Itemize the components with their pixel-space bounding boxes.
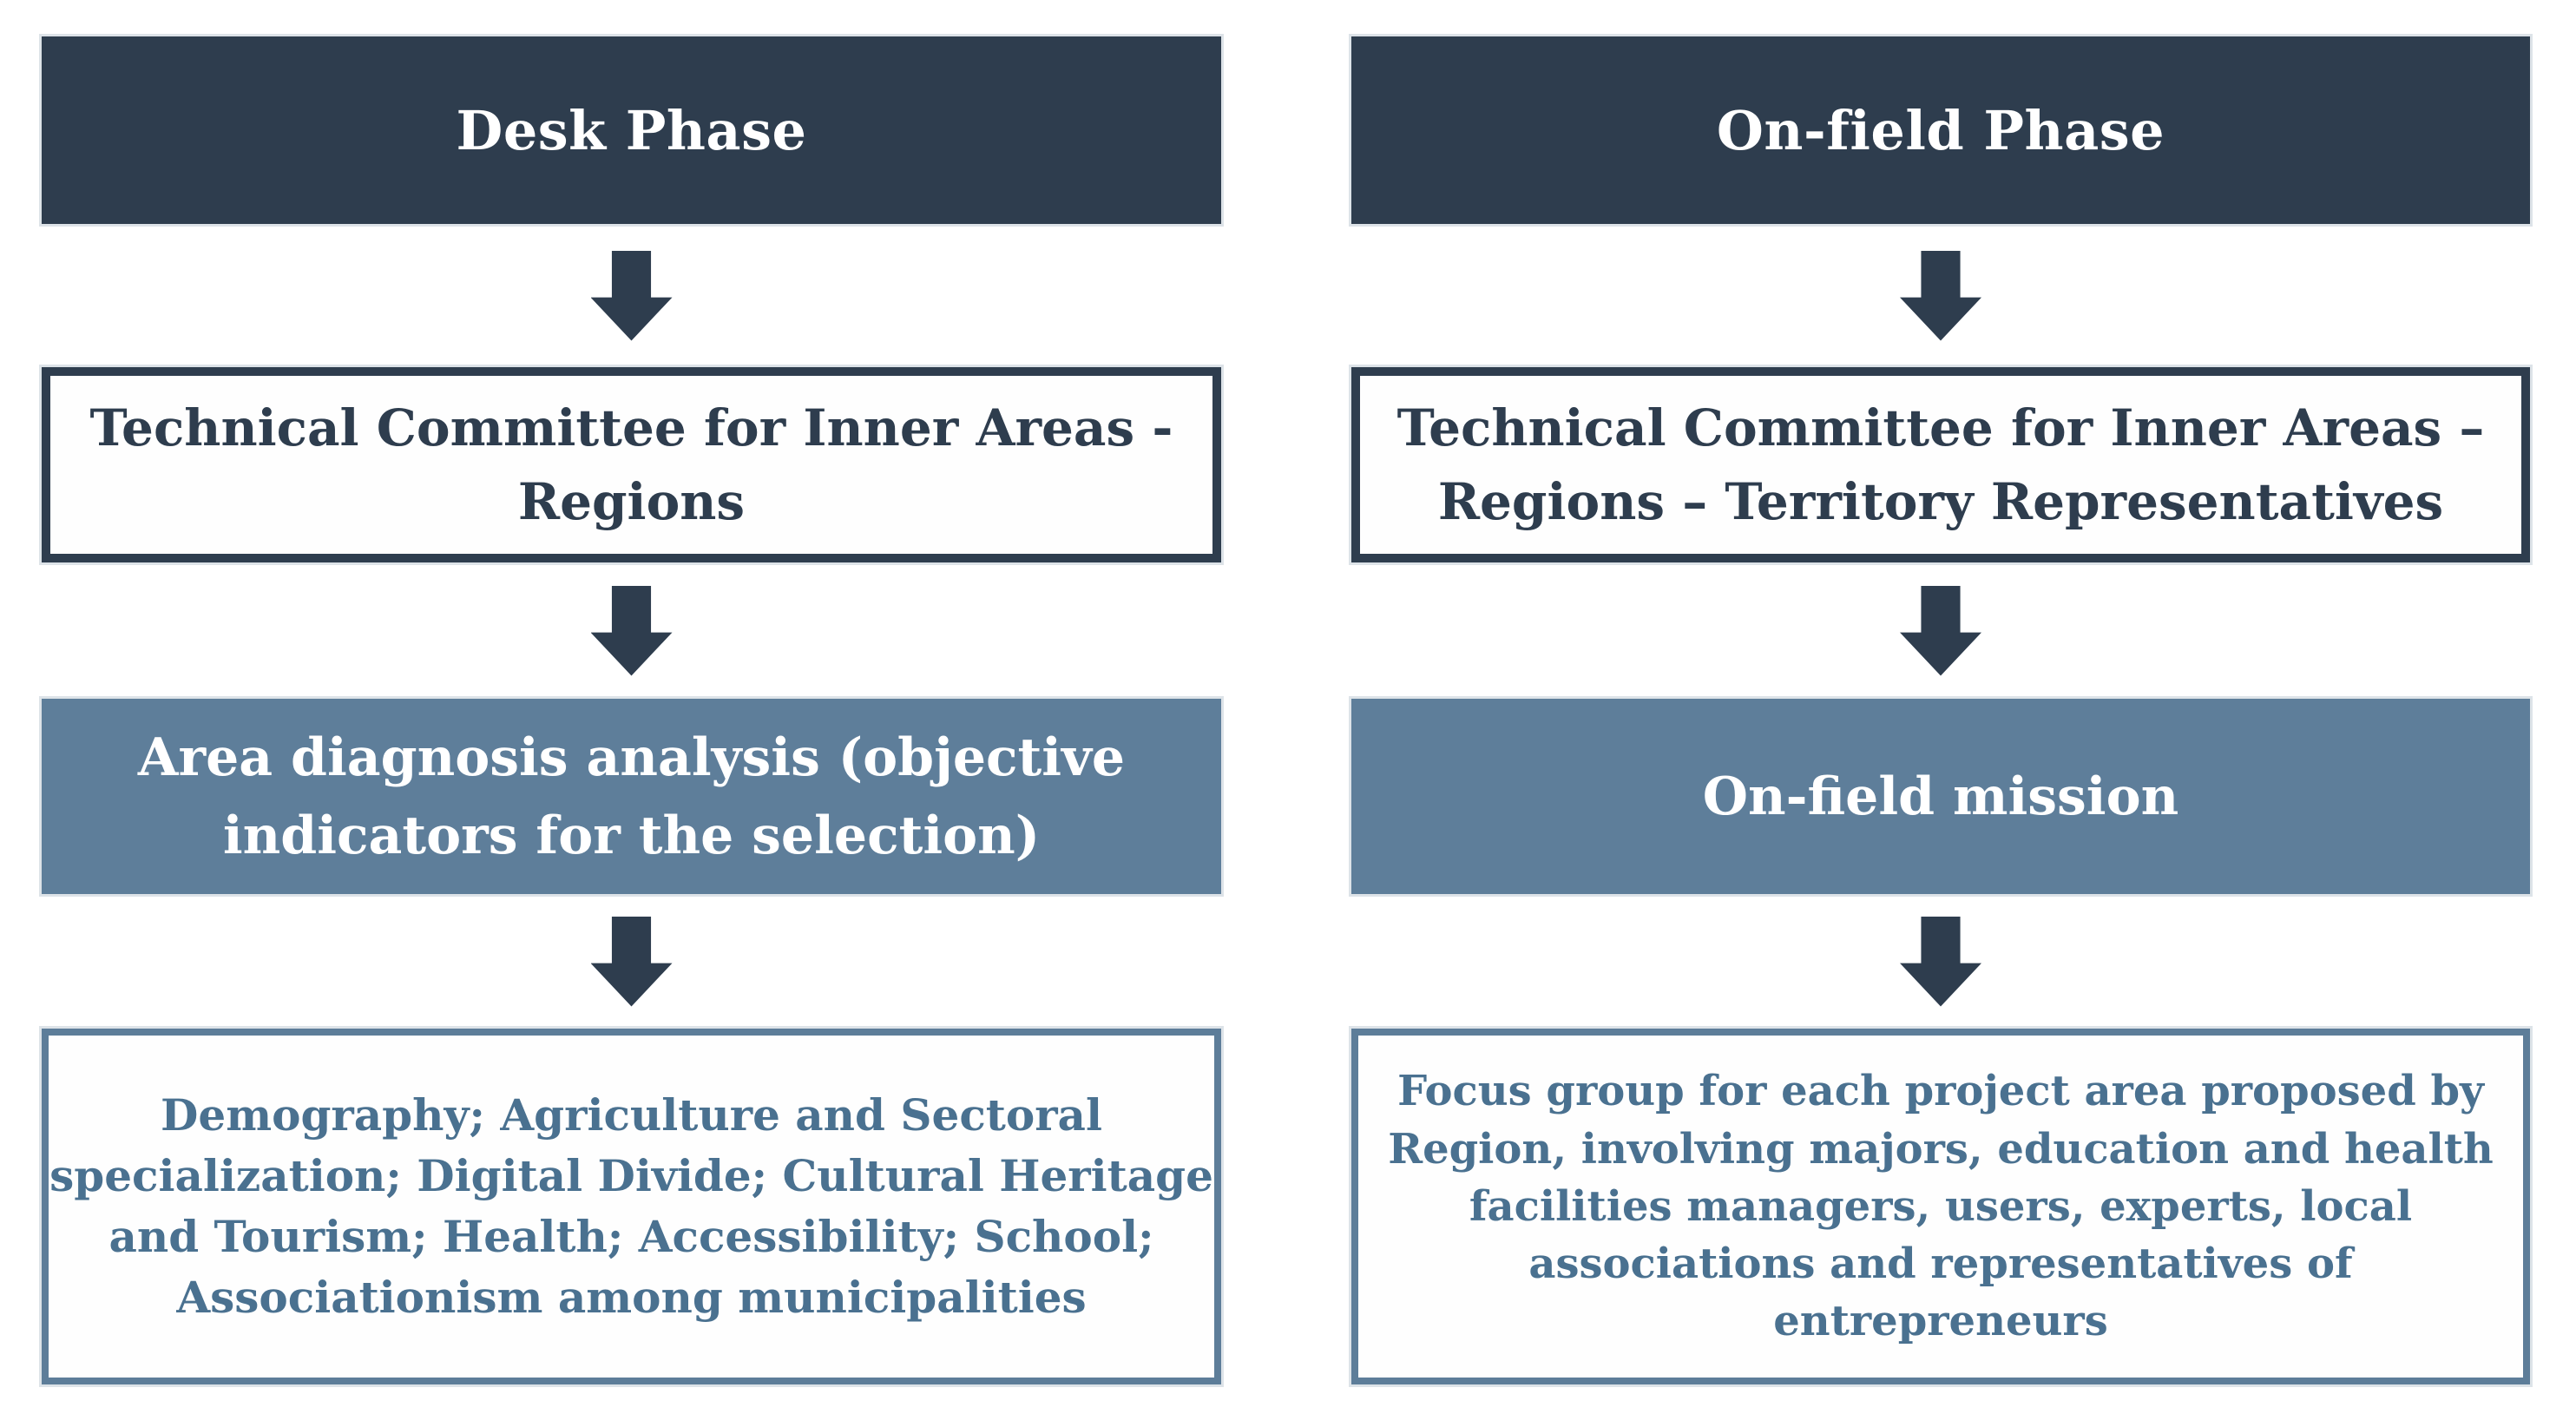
on-field-step-focus-group: Focus group for each project area propos… [1351,1029,2530,1384]
connector [1351,224,2530,367]
desk-step-technical-committee: Technical Committee for Inner Areas - Re… [42,367,1221,562]
down-arrow-icon [590,916,673,1007]
down-arrow-icon [1900,585,1981,676]
down-arrow-icon [1900,250,1981,341]
connector [42,894,1221,1029]
connector [1351,562,2530,699]
desk-step-indicator-list: Demography; Agriculture and Sectoral spe… [42,1029,1221,1384]
down-arrow-icon [590,585,673,676]
connector [42,562,1221,699]
down-arrow-icon [590,250,673,341]
connector [42,224,1221,367]
down-arrow-icon [1900,916,1981,1007]
desk-phase-header: Desk Phase [42,36,1221,224]
desk-phase-column: Desk Phase Technical Committee for Inner… [42,0,1221,1384]
on-field-phase-column: On-field Phase Technical Committee for I… [1351,0,2530,1384]
connector [1351,894,2530,1029]
on-field-step-mission: On-field mission [1351,699,2530,894]
on-field-phase-header: On-field Phase [1351,36,2530,224]
desk-step-area-diagnosis: Area diagnosis analysis (objective indic… [42,699,1221,894]
on-field-step-technical-committee: Technical Committee for Inner Areas – Re… [1351,367,2530,562]
